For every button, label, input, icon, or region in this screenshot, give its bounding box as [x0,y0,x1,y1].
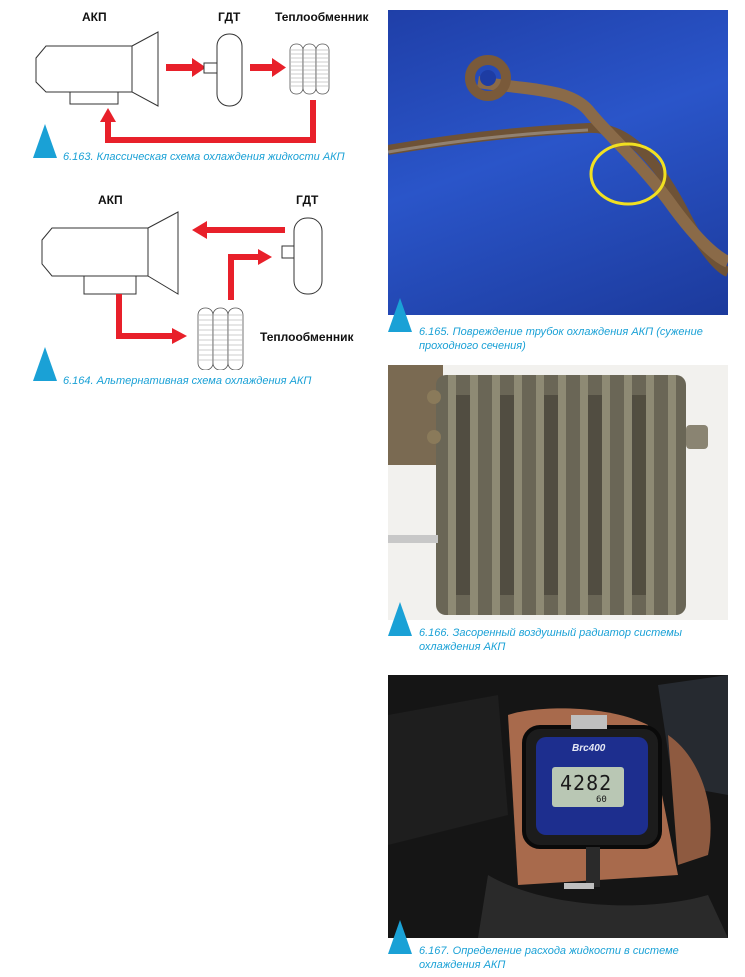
photo-clogged-radiator [388,365,728,620]
caption-167: 6.167. Определение расхода жидкости в си… [419,944,679,972]
caption-164: 6.164. Альтернативная схема охлаждения А… [63,375,312,387]
photo-flow-meter: Brc400 4282 60 [388,675,728,938]
caption-marker-icon [388,298,412,332]
diagram-classic-graphic [35,31,330,143]
caption-marker-icon [33,124,57,158]
caption-marker-icon [33,347,57,381]
diagram-alternative-graphic [41,211,323,370]
gdt-shape [203,33,243,107]
caption-marker-icon [388,602,412,636]
caption-166-line2: охлаждения АКП [419,641,506,653]
label-heat-1: Теплообменник [275,10,369,24]
caption-166-line1: 6.166. Засоренный воздушный радиатор сис… [419,627,682,639]
tube-illustration [388,55,728,277]
label-heat-2: Теплообменник [260,330,354,344]
caption-166: 6.166. Засоренный воздушный радиатор сис… [419,626,682,654]
radiator-illustration [388,365,708,615]
transmission-shape-2 [41,211,179,295]
heat-exchanger-shape [289,43,330,95]
device-brand: Brc400 [572,743,606,754]
caption-167-line1: 6.167. Определение расхода жидкости в си… [419,945,679,957]
transmission-shape [35,31,159,107]
label-akp-2: АКП [98,193,123,207]
caption-167-line2: охлаждения АКП [419,959,506,971]
flow-meter-illustration [388,675,728,938]
gdt-shape-2 [281,217,323,295]
caption-165-line1: 6.165. Повреждение трубок охлаждения АКП… [419,326,703,338]
photo-damaged-tubes [388,10,728,315]
caption-163: 6.163. Классическая схема охлаждения жид… [63,151,345,163]
label-gdt-2: ГДТ [296,193,319,207]
display-sub: 60 [596,795,607,805]
heat-exchanger-shape-2 [197,307,244,370]
caption-165: 6.165. Повреждение трубок охлаждения АКП… [419,325,703,353]
caption-165-line2: проходного сечения) [419,340,526,352]
label-akp-1: АКП [82,10,107,24]
highlight-circle [589,142,667,206]
label-gdt-1: ГДТ [218,10,241,24]
caption-marker-icon [388,920,412,954]
display-value: 4282 [560,771,613,795]
